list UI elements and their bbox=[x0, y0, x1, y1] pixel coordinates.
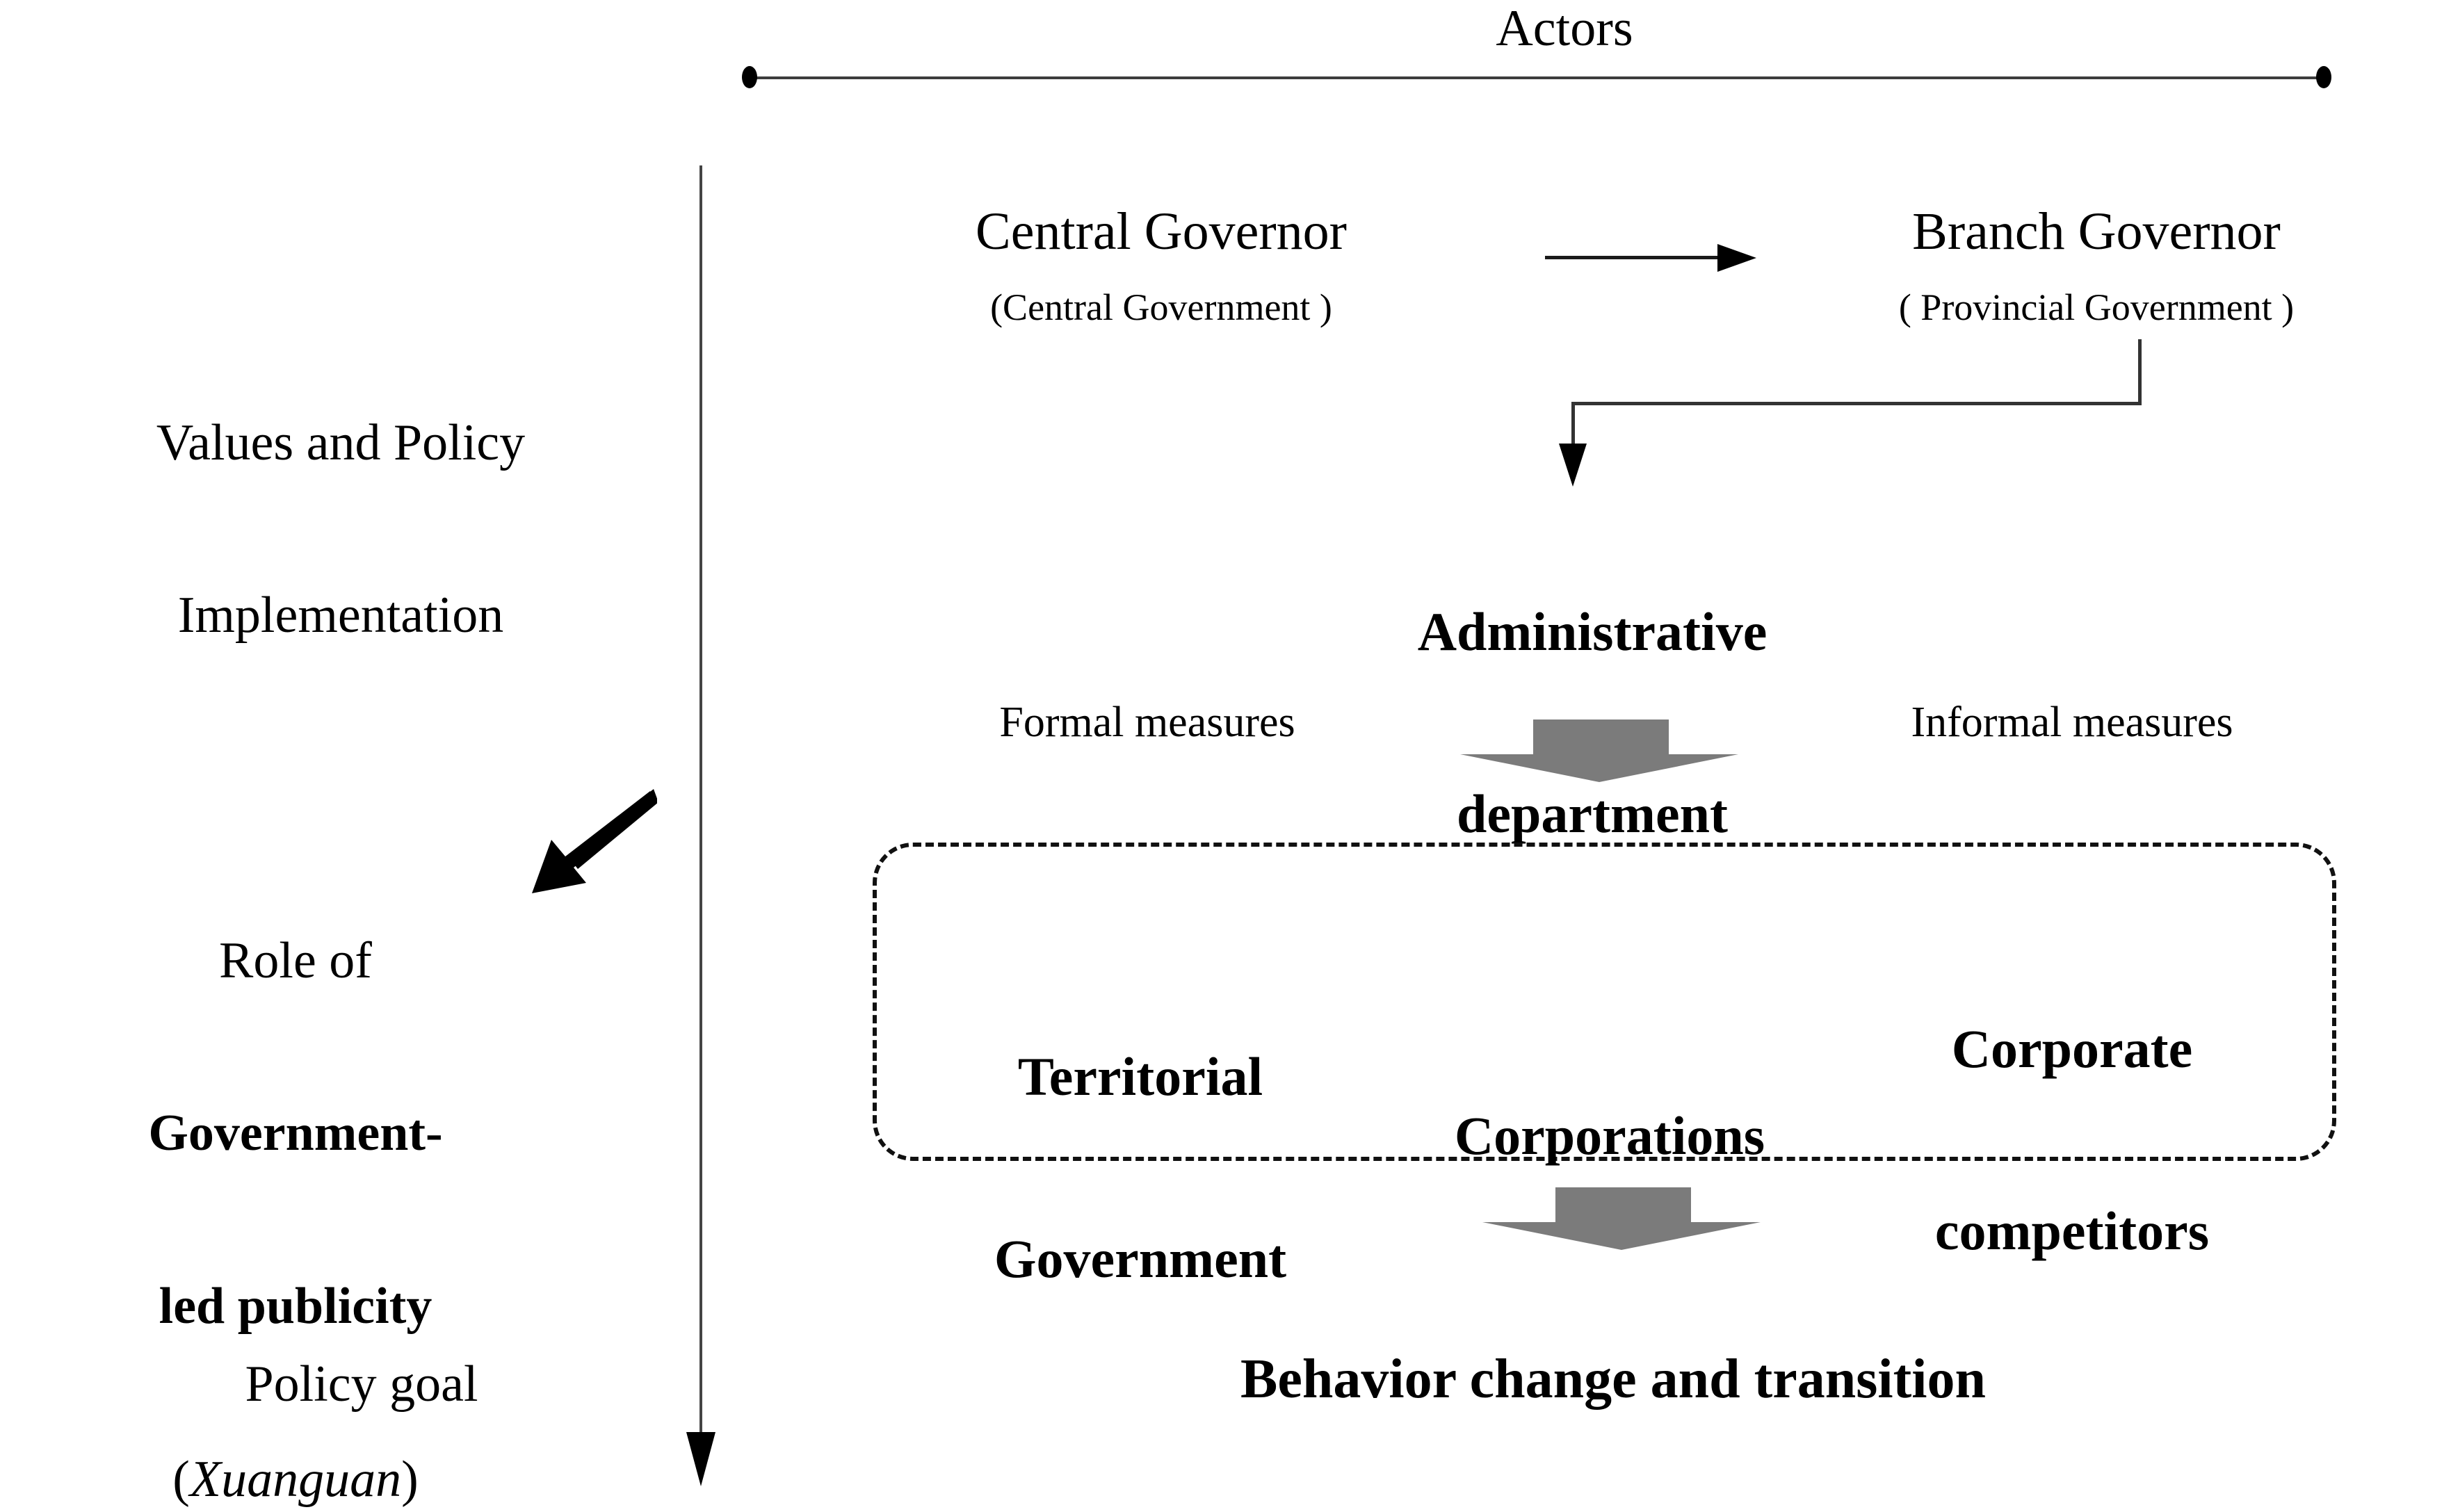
block-arrow-outcome-down-icon bbox=[1482, 1187, 1761, 1257]
block-arrow-head bbox=[1460, 754, 1738, 782]
actors-axis-line bbox=[742, 66, 2331, 88]
block-arrow-shaft bbox=[1555, 1187, 1691, 1224]
block-arrow-head bbox=[1482, 1222, 1761, 1250]
connector-vertical-left-segment bbox=[1571, 402, 1575, 449]
node-corporate-competitors-line-1: Corporate bbox=[1951, 1018, 2193, 1079]
node-administrative-department-line-2: department bbox=[1457, 783, 1728, 844]
node-corporate-competitors: Corporate competitors bbox=[1850, 897, 2295, 1383]
node-central-governor-title: Central Governor bbox=[976, 202, 1347, 261]
node-territorial-government-line-2: Government bbox=[994, 1228, 1287, 1289]
connector-down-arrowhead-icon bbox=[1559, 444, 1587, 487]
node-central-governor-subtitle: (Central Government ) bbox=[990, 286, 1332, 328]
node-branch-governor-title: Branch Governor bbox=[1912, 202, 2281, 261]
stage-label-line-1: Values and Policy bbox=[156, 414, 526, 471]
stage-label-policy-goal: Policy goal bbox=[245, 1356, 478, 1413]
node-territorial-government-line-1: Territorial bbox=[1017, 1046, 1263, 1107]
xuanguan-italic-term: Xuanguan bbox=[189, 1450, 402, 1508]
paren-close: ) bbox=[401, 1450, 419, 1508]
stage-label-line-4: (Xuanguan) bbox=[21, 1451, 570, 1509]
block-arrow-measures-down-icon bbox=[1460, 720, 1738, 789]
arrow-stem bbox=[1545, 256, 1720, 259]
stage-label-line-1: Role of bbox=[219, 932, 372, 989]
actor-group-dashed-box bbox=[873, 843, 2336, 1161]
node-corporations-line-1: Corporations bbox=[1454, 1105, 1765, 1166]
stage-label-line-3: led publicity bbox=[159, 1278, 432, 1335]
vertical-flow-axis-stem bbox=[699, 165, 702, 1438]
node-branch-governor: Branch Governor ( Provincial Government … bbox=[1745, 177, 2448, 353]
node-branch-governor-subtitle: ( Provincial Government ) bbox=[1898, 286, 2295, 328]
node-administrative-department-line-1: Administrative bbox=[1417, 601, 1768, 662]
node-administrative-department: Administrative department bbox=[1272, 480, 1912, 966]
edge-label-informal-measures: Informal measures bbox=[1911, 699, 2233, 746]
connector-vertical-right-segment bbox=[2138, 339, 2142, 405]
vertical-flow-axis-arrowhead-icon bbox=[686, 1432, 715, 1486]
node-corporations: Corporations bbox=[1394, 984, 1825, 1287]
paren-open: ( bbox=[172, 1450, 190, 1508]
actors-axis-label: Actors bbox=[1496, 0, 1633, 57]
stage-label-role-of-government-led-publicity: Role of Government- led publicity (Xuang… bbox=[21, 817, 570, 1512]
actors-axis-rule bbox=[747, 76, 2326, 79]
node-corporate-competitors-line-2: competitors bbox=[1934, 1200, 2210, 1261]
node-behavior-change-and-transition: Behavior change and transition bbox=[1240, 1349, 1986, 1410]
edge-label-formal-measures: Formal measures bbox=[999, 699, 1295, 746]
stage-label-values-and-policy-implementation: Values and Policy Implementation bbox=[42, 299, 640, 760]
stage-label-line-2: Implementation bbox=[177, 587, 504, 644]
node-central-governor: Central Governor (Central Government ) bbox=[793, 177, 1530, 353]
connector-horizontal-segment bbox=[1571, 402, 2142, 405]
vertical-flow-axis bbox=[686, 165, 715, 1486]
arrow-right-head-icon bbox=[1717, 244, 1756, 272]
actors-axis-right-endpoint-dot bbox=[2316, 66, 2331, 88]
stage-label-line-2: Government- bbox=[148, 1105, 443, 1162]
emphasis-arrow-icon bbox=[532, 789, 657, 893]
node-territorial-government: Territorial Government bbox=[925, 925, 1356, 1411]
block-arrow-shaft bbox=[1533, 720, 1669, 756]
actors-axis-left-endpoint-dot bbox=[742, 66, 757, 88]
arrow-central-to-branch-governor bbox=[1545, 244, 1756, 273]
connector-branch-governor-to-administrative-department bbox=[1559, 339, 2142, 487]
